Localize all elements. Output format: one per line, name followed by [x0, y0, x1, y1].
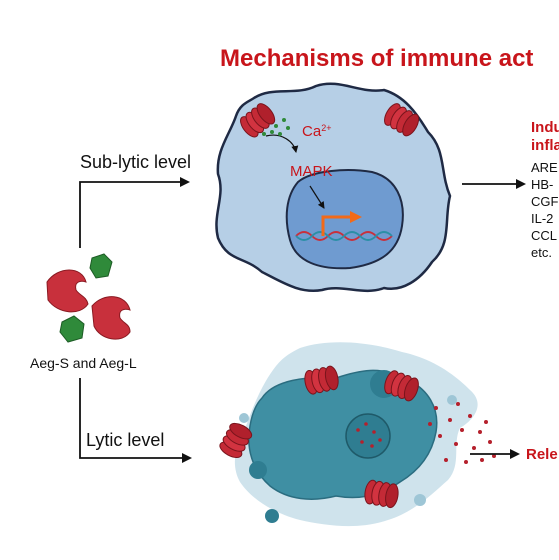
outcome-induction-line2: infla: [531, 137, 559, 154]
mediator-item: etc.: [531, 245, 552, 260]
outcome-release-label: Rele: [526, 446, 558, 463]
transcription-arrow-icon: [321, 215, 352, 236]
lysed-nucleus: [345, 413, 391, 459]
mediator-item: ARE: [531, 160, 558, 175]
toxin-monomer-icon: [59, 315, 85, 343]
sublytic-cell: [215, 82, 452, 293]
toxin-monomer-icon: [91, 296, 131, 340]
mapk-arrow: [309, 185, 325, 209]
mediator-item: HB-: [531, 177, 553, 192]
toxin-agents-label: Aeg-S and Aeg-L: [30, 355, 137, 371]
mediator-item: IL-2: [531, 211, 553, 226]
sublytic-level-label: Sub-lytic level: [80, 152, 191, 172]
toxin-monomer-icon: [46, 269, 89, 313]
lytic-level-label: Lytic level: [86, 430, 164, 450]
released-contents: [428, 402, 496, 464]
sublytic-arrow: [79, 177, 190, 248]
dna-helix-icon: [295, 231, 393, 241]
lytic-arrow: [79, 378, 192, 463]
toxin-monomer-icon: [89, 253, 113, 279]
lysed-cell-body: [248, 369, 438, 500]
nucleus: [285, 169, 404, 270]
mediator-item: CGF: [531, 194, 559, 209]
figure-title: Mechanisms of immune act: [220, 45, 533, 72]
toxin-monomers: [46, 253, 131, 343]
pore-icon: [362, 478, 401, 510]
mediator-item: CCL: [531, 228, 557, 243]
outcome-induction-line1: Indu: [531, 119, 559, 136]
calcium-label: Ca2+: [302, 123, 331, 140]
calcium-arrow: [265, 134, 299, 153]
lysed-cell: [216, 342, 478, 527]
mapk-label: MAPK: [290, 163, 333, 180]
